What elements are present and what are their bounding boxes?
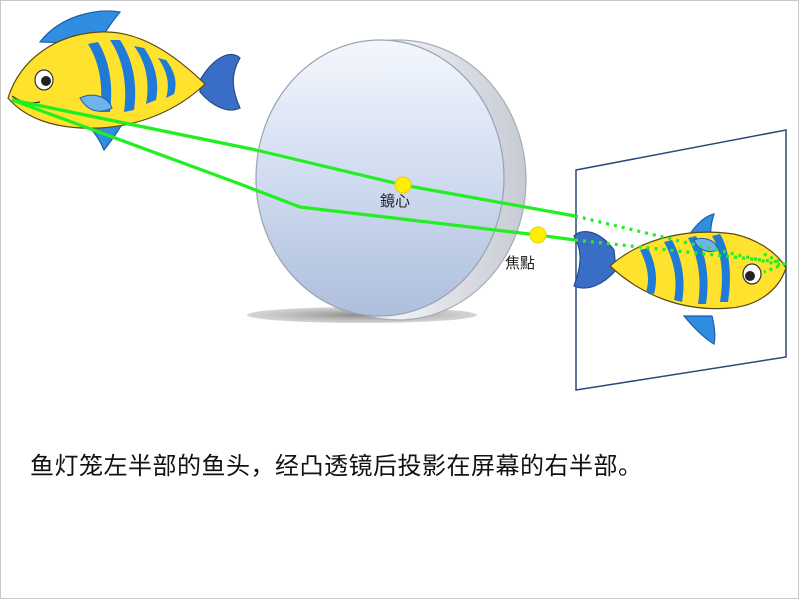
lens-center-marker xyxy=(394,176,412,194)
lens-center-label: 鏡心 xyxy=(380,192,410,210)
fish-image xyxy=(573,213,787,345)
fish-object-pupil xyxy=(41,76,51,86)
fish-image-tail xyxy=(573,231,617,289)
ray-through-focus xyxy=(11,98,576,242)
fish-object-pectoral-fin xyxy=(79,94,113,112)
ray-top-entry xyxy=(11,98,257,152)
ray-arrowhead xyxy=(763,252,788,274)
fish-object-stripes xyxy=(88,40,176,112)
fish-image-pupil xyxy=(745,271,755,281)
fish-object-tail xyxy=(199,53,241,111)
caption-text: 鱼灯笼左半部的鱼头，经凸透镜后投影在屏幕的右半部。 xyxy=(30,452,643,480)
focal-point-marker xyxy=(529,226,547,244)
focal-point-label: 焦點 xyxy=(505,254,535,272)
fish-image-bottom-fin xyxy=(682,315,716,345)
fish-object xyxy=(7,10,241,152)
ray-center-dotted xyxy=(574,214,781,267)
ray-focus-dotted xyxy=(574,238,781,264)
